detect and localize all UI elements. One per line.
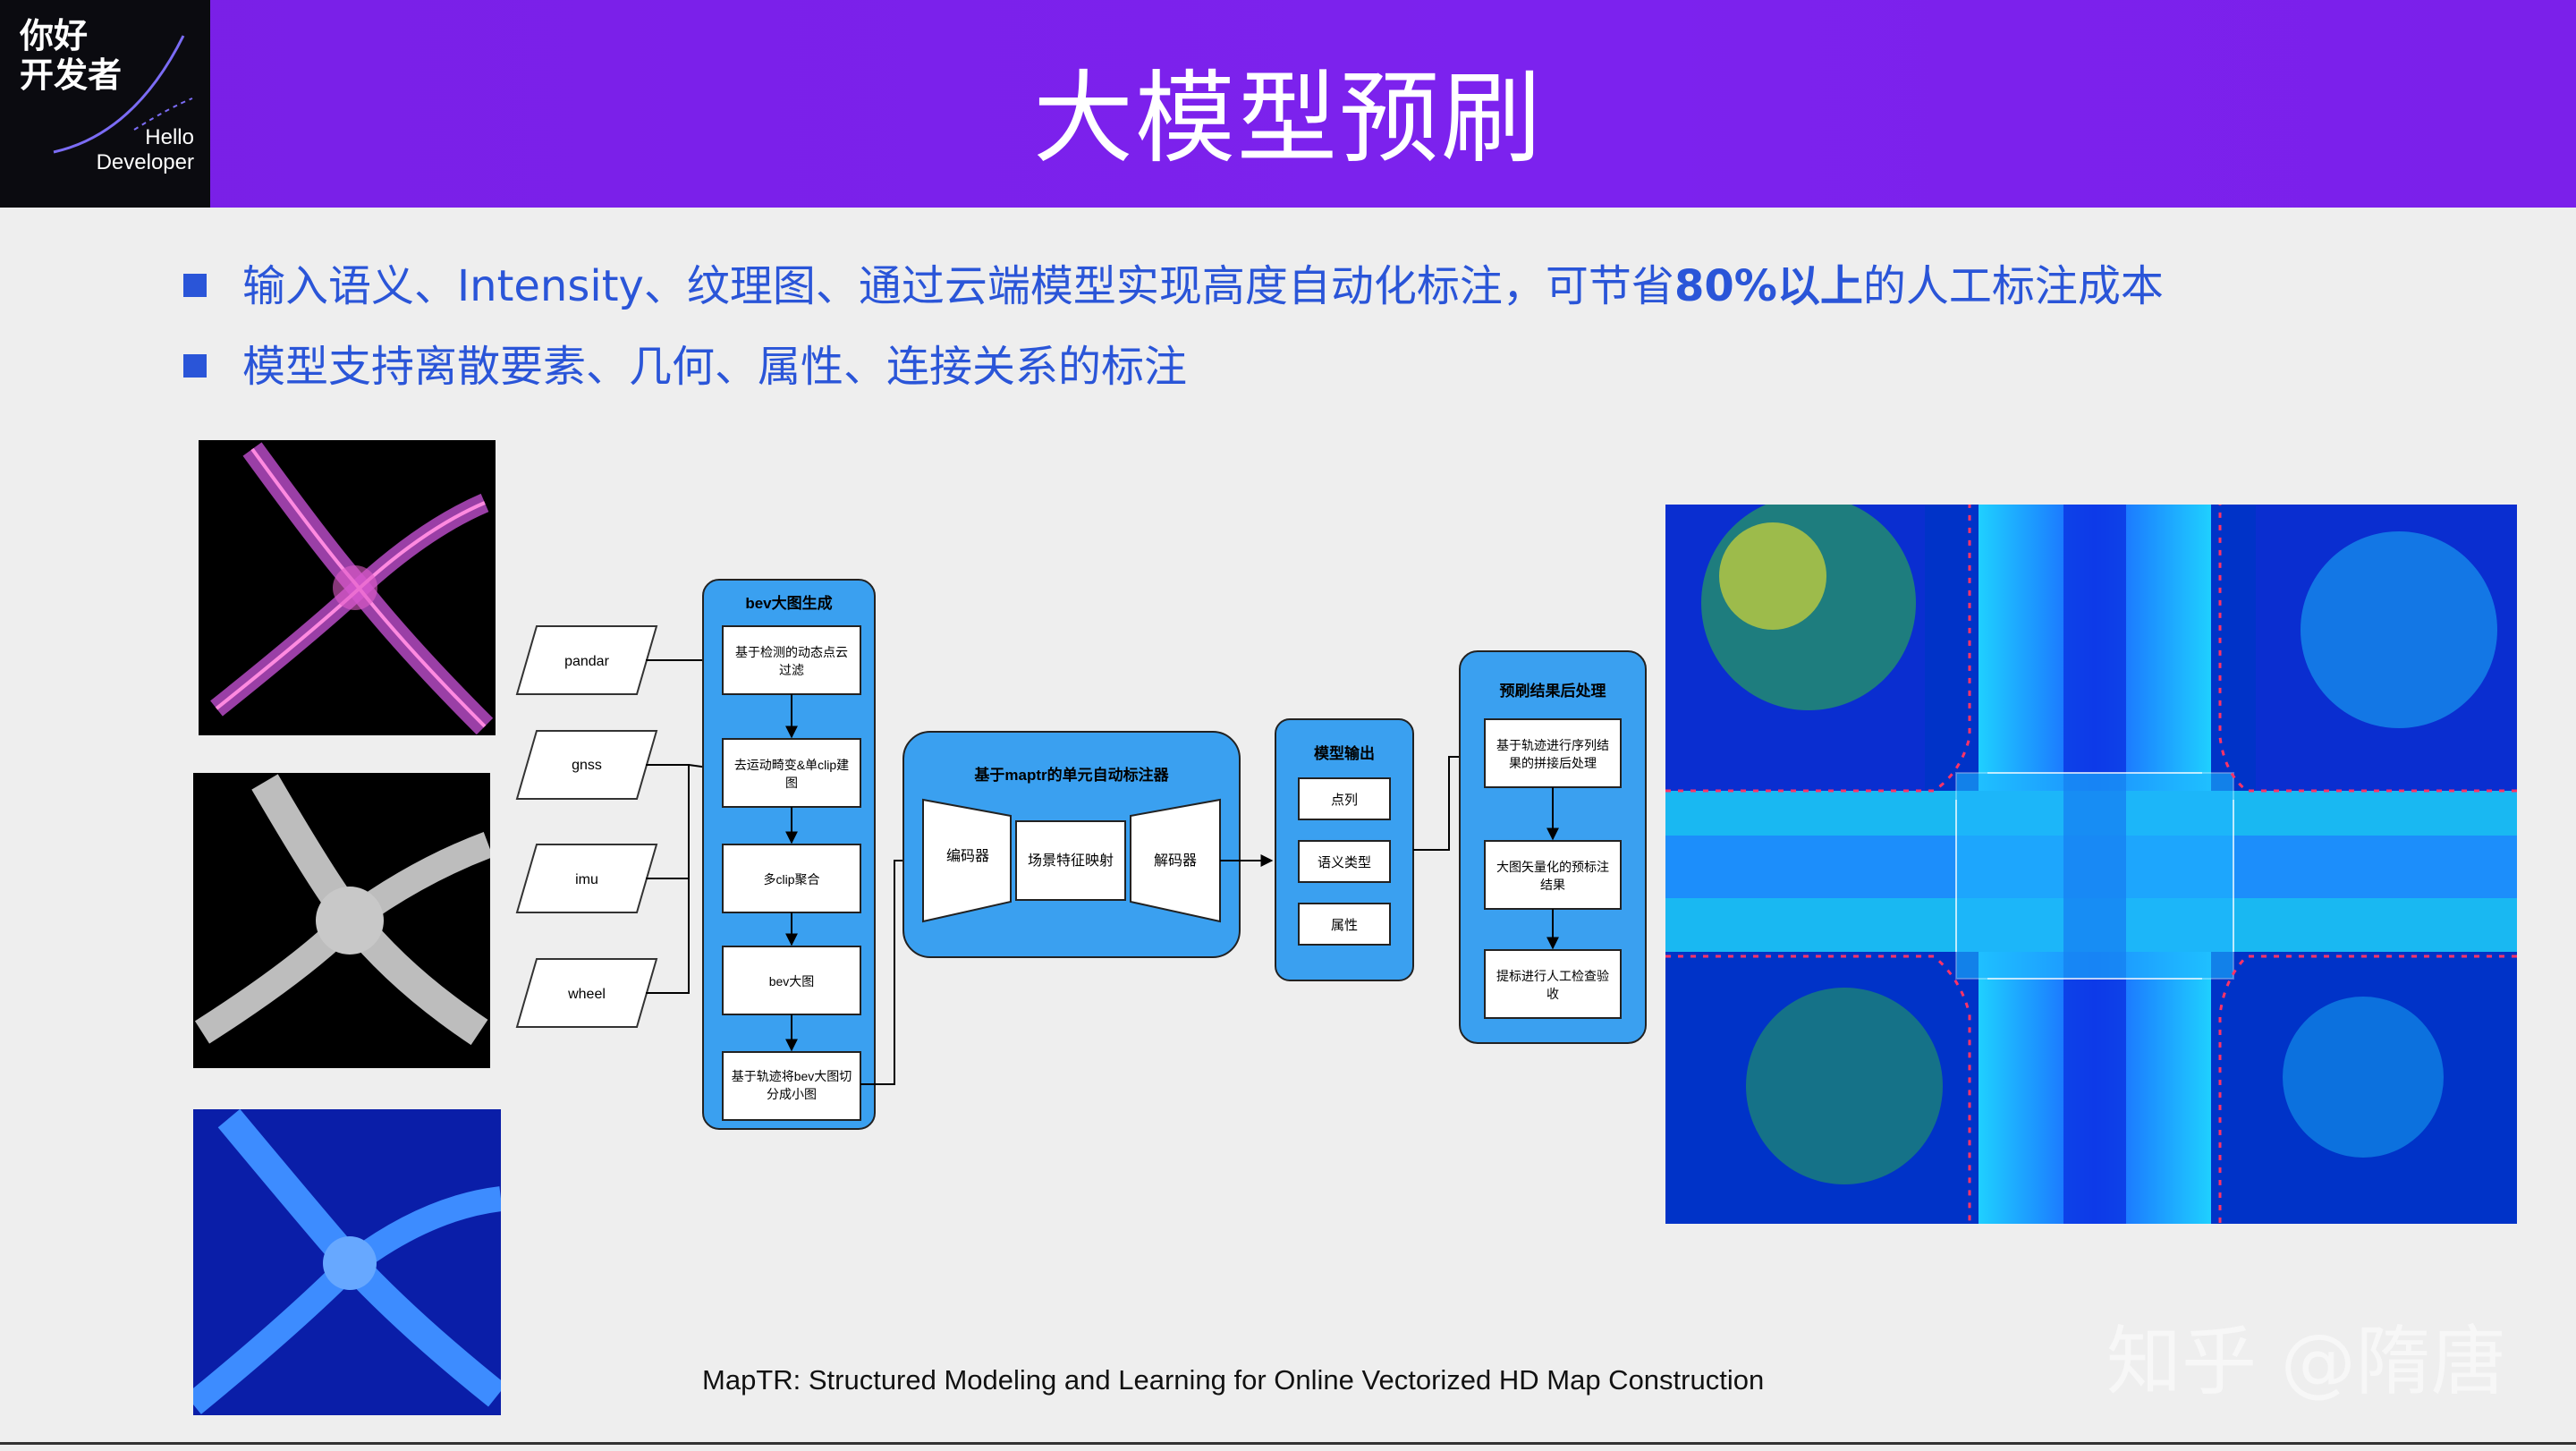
bullet-1: 输入语义、Intensity、纹理图、通过云端模型实现高度自动化标注，可节省80…: [183, 250, 2164, 313]
bev-texture-thumbnail: [193, 1109, 501, 1415]
logo-swoosh-icon: [53, 35, 193, 154]
input-gnss: gnss: [515, 730, 658, 800]
encoder-label: 编码器: [946, 848, 989, 864]
input-wheel: wheel: [515, 958, 658, 1028]
post-step-3-label-2: 收: [1546, 987, 1559, 1001]
bev-step-5-label-2: 分成小图: [767, 1087, 817, 1101]
bev-intensity-thumbnail: [193, 773, 490, 1068]
input-imu: imu: [515, 844, 658, 913]
logo-en-line2: Developer: [96, 150, 194, 174]
bullet-square-icon: [183, 274, 207, 297]
header-bar: [0, 0, 2576, 208]
output-item-3: 属性: [1331, 918, 1358, 933]
post-step-3-label: 提标进行人工检查验: [1496, 969, 1609, 983]
output-group: 模型输出 点列 语义类型 属性: [1275, 718, 1414, 981]
mapper-label: 场景特征映射: [1028, 853, 1114, 869]
bev-group-title: bev大图生成: [745, 594, 832, 612]
bev-step-2-label: 去运动畸变&单clip建: [734, 758, 849, 772]
logo-cn: 你好 开发者: [20, 16, 122, 95]
bev-step-2-label-2: 图: [785, 776, 798, 790]
annotator-group: 基于maptr的单元自动标注器 编码器 场景特征映射 解码器: [902, 731, 1241, 958]
bullet-1-text: 输入语义、Intensity、纹理图、通过云端模型实现高度自动化标注，可节省: [242, 261, 1674, 311]
bev-step-5-label: 基于轨迹将bev大图切: [732, 1069, 852, 1083]
bev-step-1-label-2: 过滤: [779, 663, 804, 677]
bullet-square-icon: [183, 354, 207, 378]
bev-step-4-label: bev大图: [769, 974, 815, 989]
logo-en: Hello Developer: [97, 125, 194, 175]
page-title: 大模型预刷: [1033, 61, 1543, 177]
hello-developer-logo: 你好 开发者 Hello Developer: [0, 0, 210, 208]
input-imu-label: imu: [575, 872, 598, 887]
bev-group: bev大图生成 基于检测的动态点云 过滤 去运动畸变&单clip建 图 多cli…: [702, 579, 876, 1130]
logo-cn-line1: 你好: [20, 16, 89, 55]
output-title: 模型输出: [1314, 744, 1375, 762]
post-step-2-label-2: 结果: [1540, 878, 1565, 892]
decoder-label: 解码器: [1154, 853, 1197, 869]
reference-caption: MapTR: Structured Modeling and Learning …: [702, 1364, 1765, 1396]
logo-cn-line2: 开发者: [20, 55, 123, 95]
input-gnss-label: gnss: [572, 758, 602, 773]
bev-step-1-label: 基于检测的动态点云: [735, 645, 848, 659]
post-step-1-label: 基于轨迹进行序列结: [1496, 738, 1609, 752]
post-group: 预刷结果后处理 基于轨迹进行序列结 果的拼接后处理 大图矢量化的预标注 结果 提…: [1459, 650, 1647, 1044]
zhihu-watermark: 知乎 @隋唐: [2106, 1318, 2506, 1405]
bottom-divider: [0, 1442, 2576, 1445]
input-pandar: pandar: [515, 625, 658, 695]
bev-prelabel-map: [1665, 505, 2517, 1224]
bullet-1-post: 的人工标注成本: [1862, 261, 2164, 311]
bullet-2: 模型支持离散要素、几何、属性、连接关系的标注: [183, 331, 1187, 394]
input-pandar-label: pandar: [564, 654, 609, 669]
bev-step-3-label: 多clip聚合: [763, 872, 819, 887]
post-step-2-label: 大图矢量化的预标注: [1496, 860, 1609, 874]
post-title: 预刷结果后处理: [1500, 682, 1606, 700]
bev-semantic-thumbnail: [199, 440, 496, 735]
output-item-2: 语义类型: [1318, 855, 1371, 870]
annotator-title: 基于maptr的单元自动标注器: [973, 766, 1169, 784]
post-step-1-label-2: 果的拼接后处理: [1509, 756, 1597, 770]
input-wheel-label: wheel: [567, 987, 606, 1002]
logo-en-line1: Hello: [145, 125, 194, 149]
bullet-1-bold: 80%以上: [1674, 261, 1863, 311]
output-item-1: 点列: [1331, 793, 1358, 808]
bullet-2-text: 模型支持离散要素、几何、属性、连接关系的标注: [242, 342, 1188, 392]
